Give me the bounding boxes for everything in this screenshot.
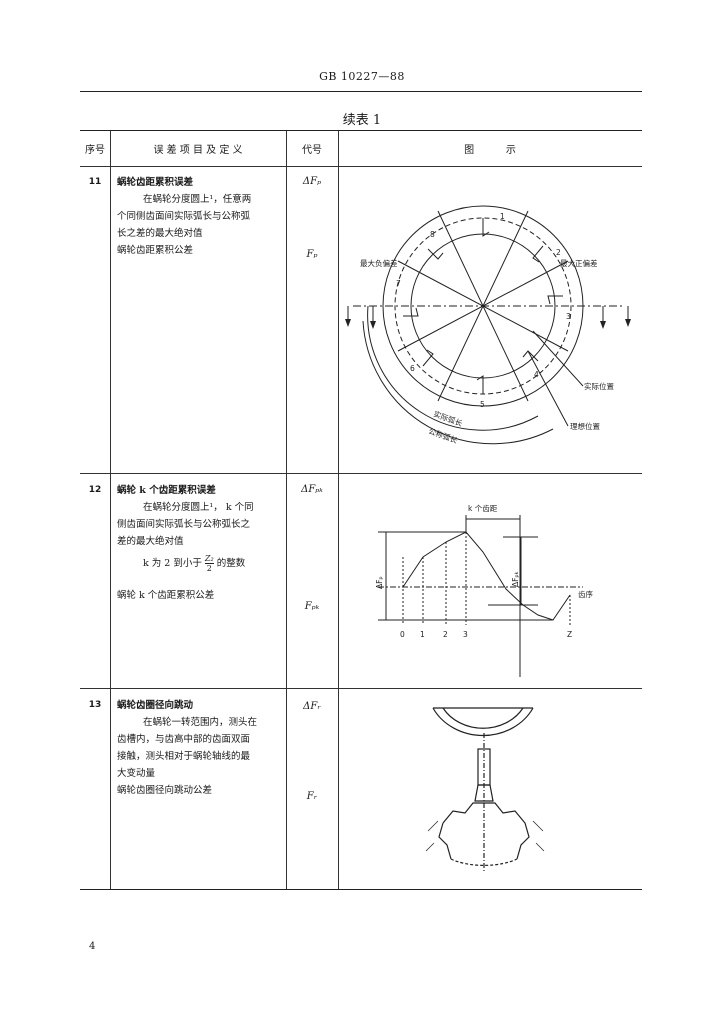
row-number: 11 — [88, 177, 102, 187]
col-header-figure: 图 示 — [464, 145, 516, 156]
radial-runout-figure — [425, 707, 545, 873]
col-divider-1 — [110, 131, 111, 889]
page-number: 4 — [89, 941, 96, 952]
row-divider-1 — [80, 473, 642, 474]
tick-label: Z — [567, 630, 572, 639]
nominal-arc-line — [362, 320, 554, 445]
error-code: ΔFₚ — [302, 176, 322, 187]
header-rule — [80, 91, 642, 92]
tick-label: 3 — [463, 630, 468, 639]
definition-line: 在蜗轮一转范围内，测头在 — [143, 717, 258, 728]
definition-line: 差的最大绝对值 — [117, 536, 184, 547]
error-code: ΔFᵣ — [303, 701, 321, 712]
table-caption: 续表 1 — [342, 113, 382, 128]
worm-wheel-teeth — [442, 802, 530, 860]
col-divider-3 — [338, 131, 339, 889]
fraction-denominator: 2 — [206, 564, 212, 573]
col-header-item: 误 差 项 目 及 定 义 — [153, 145, 243, 156]
actual-arc-line — [367, 305, 539, 431]
header-row-divider — [80, 166, 642, 167]
item-title: 蜗轮 k 个齿距累积误差 — [117, 485, 216, 496]
tick-label: 1 — [420, 630, 425, 639]
tick-label: 0 — [400, 630, 405, 639]
tolerance-code: Fₚₖ — [304, 601, 320, 612]
probe-holder-outer — [432, 707, 534, 737]
definition-line: 长之差的最大绝对值 — [117, 228, 203, 239]
fraction-numerator: Z₂ — [204, 554, 214, 564]
tooth-label: 3 — [566, 312, 571, 321]
probe-holder-inner — [442, 707, 524, 729]
col-divider-2 — [286, 131, 287, 889]
item-title: 蜗轮齿圈径向跳动 — [117, 700, 194, 711]
nominal-arc-label: 公称弧长 — [427, 425, 459, 445]
definition-line: 个同侧齿面间实际弧长与公称弧 — [117, 211, 251, 222]
item-title: 蜗轮齿距累积误差 — [117, 177, 194, 188]
standard-header: GB 10227—88 — [319, 70, 405, 83]
k-range-suffix: 的整数 — [216, 558, 246, 569]
definition-line: 大变动量 — [117, 768, 156, 779]
definition-line: 在蜗轮分度圆上¹， k 个同 — [143, 502, 254, 513]
tolerance-name: 蜗轮齿距累积公差 — [117, 245, 194, 256]
tolerance-name: 蜗轮齿圈径向跳动公差 — [117, 785, 213, 796]
pitch-accumulation-figure: 最大负偏差 最大正偏差 实际位置 理想位置 实际弧长 公称弧长 1 2 3 4 … — [345, 205, 631, 445]
tooth-label: 8 — [430, 230, 435, 239]
max-negative-label: 最大负偏差 — [360, 258, 398, 268]
tooth-sequence-label: 齿序 — [578, 589, 593, 599]
k-teeth-label: k 个齿距 — [468, 504, 498, 513]
tooth-label: 5 — [480, 400, 485, 409]
z-over-2-fraction: Z₂ 2 — [204, 554, 214, 573]
max-positive-label: 最大正偏差 — [560, 258, 598, 268]
row-number: 13 — [88, 700, 102, 710]
definition-line: 齿槽内，与齿高中部的齿面双面 — [117, 734, 251, 745]
tolerance-code: Fₚ — [306, 249, 318, 260]
col-header-no: 序号 — [85, 145, 105, 156]
tolerance-code: Fᵣ — [306, 791, 318, 802]
row-description: 蜗轮 k 个齿距累积误差 在蜗轮分度圆上¹， k 个同 侧齿面间实际弧长与公称弧… — [117, 482, 287, 604]
definition-line: 接触，测头相对于蜗轮轴线的最 — [117, 751, 251, 762]
k-pitch-accumulation-figure: k 个齿距 ΔFₚ ΔFₚₖ 齿序 0 1 2 3 Z — [375, 504, 593, 677]
tooth-label: 7 — [396, 279, 401, 288]
k-range-prefix: k 为 2 到小于 — [143, 558, 202, 569]
tooth-label: 4 — [534, 370, 539, 379]
col-header-code: 代号 — [302, 145, 322, 156]
tick-label: 2 — [443, 630, 448, 639]
row-description: 蜗轮齿距累积误差 在蜗轮分度圆上¹，任意两 个同侧齿面间实际弧长与公称弧 长之差… — [117, 174, 287, 259]
fp-label: ΔFₚ — [375, 576, 384, 589]
actual-position-label: 实际位置 — [584, 381, 614, 391]
spec-table: 序号 误 差 项 目 及 定 义 代号 图 示 11 蜗轮齿距累积误差 在蜗轮分… — [80, 130, 642, 890]
error-code: ΔFₚₖ — [301, 484, 323, 495]
definition-line: 在蜗轮分度圆上¹，任意两 — [143, 194, 252, 205]
row-divider-2 — [80, 688, 642, 689]
tooth-label: 1 — [500, 212, 505, 221]
ideal-position-label: 理想位置 — [570, 421, 600, 431]
fpk-label: ΔFₚₖ — [511, 571, 520, 587]
tooth-label: 6 — [410, 364, 415, 373]
definition-line: 侧齿面间实际弧长与公称弧长之 — [117, 519, 251, 530]
tooth-label: 2 — [556, 248, 561, 257]
row-description: 蜗轮齿圈径向跳动 在蜗轮一转范围内，测头在 齿槽内，与齿高中部的齿面双面 接触，… — [117, 697, 287, 799]
k-range-line: k 为 2 到小于 Z₂ 2 的整数 — [117, 554, 287, 573]
row-number: 12 — [88, 485, 102, 495]
tolerance-name: 蜗轮 k 个齿距累积公差 — [117, 590, 215, 601]
